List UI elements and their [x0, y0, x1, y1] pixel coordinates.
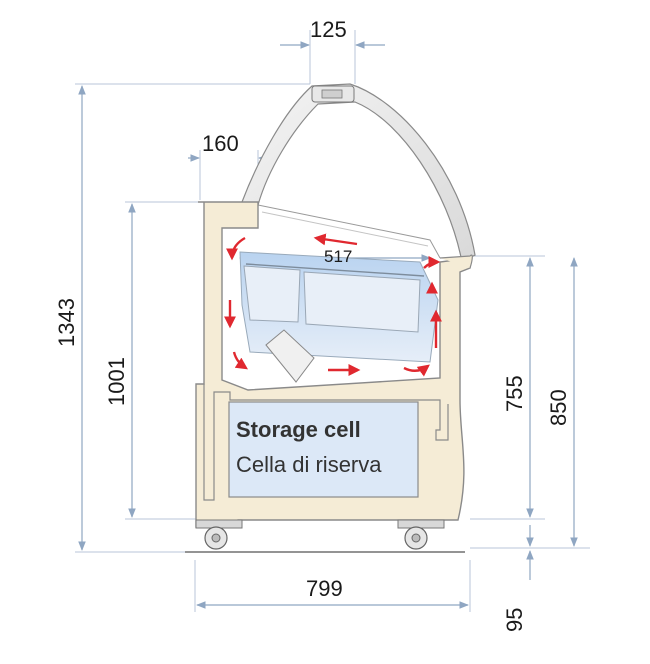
dim-cabinet-height: 1001 — [104, 357, 129, 406]
dim-base-height: 95 — [502, 608, 527, 632]
storage-cell-label-en: Storage cell — [236, 417, 361, 442]
dim-counter-height: 755 — [502, 375, 527, 412]
display-pans — [239, 251, 439, 383]
dim-pan-width: 517 — [324, 247, 352, 266]
storage-cell: Storage cell Cella di riserva — [228, 401, 419, 498]
caster-wheel-right — [397, 519, 445, 550]
glass-canopy — [241, 83, 476, 263]
dim-overall-height: 1343 — [54, 298, 79, 347]
dim-upper-depth: 160 — [202, 131, 239, 156]
storage-cell-label-it: Cella di riserva — [236, 452, 382, 477]
dim-top-width: 125 — [310, 17, 347, 42]
caster-wheel-left — [195, 519, 243, 550]
dim-overall-depth: 799 — [306, 576, 343, 601]
airflow-arrows — [224, 233, 442, 377]
dim-front-height: 850 — [546, 389, 571, 426]
